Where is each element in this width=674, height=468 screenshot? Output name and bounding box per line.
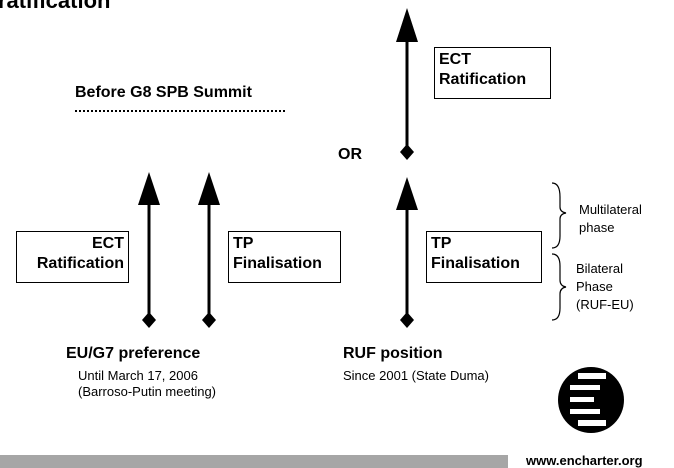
ruf-heading: RUF position [343, 345, 443, 362]
eu-g7-heading: EU/G7 preference [66, 345, 201, 362]
detail-line: Until March 17, 2006 [78, 368, 198, 383]
arrow-tp-right [396, 177, 418, 328]
phase-line: Bilateral [576, 261, 623, 276]
multilateral-brace [551, 182, 567, 249]
ect-ratification-left-box: ECT Ratification [16, 231, 129, 283]
energy-charter-logo [558, 362, 624, 433]
phase-line: Multilateral [579, 202, 642, 217]
box-line: Ratification [36, 255, 124, 272]
ruf-detail: Since 2001 (State Duma) [343, 368, 489, 383]
footer-bar [0, 455, 508, 468]
box-line: ECT [439, 51, 471, 68]
bilateral-brace [551, 253, 567, 321]
box-line: Finalisation [431, 255, 520, 272]
arrow-ect-left [138, 172, 160, 328]
phase-line: phase [579, 220, 615, 235]
box-line: TP [233, 235, 254, 252]
box-line: ECT [92, 235, 124, 252]
box-line: Ratification [439, 71, 527, 88]
tp-finalisation-left-box: TP Finalisation [228, 231, 341, 283]
phase-line: Phase [576, 279, 613, 294]
ect-ratification-top-box: ECT Ratification [434, 47, 551, 99]
before-summit-label: Before G8 SPB Summit [75, 84, 252, 101]
box-line: TP [431, 235, 452, 252]
or-label: OR [338, 146, 362, 163]
phase-line: (RUF-EU) [576, 297, 634, 312]
detail-line: (Barroso-Putin meeting) [78, 384, 216, 399]
arrow-ect-top [396, 8, 418, 160]
eu-g7-detail: Until March 17, 2006 (Barroso-Putin meet… [78, 368, 216, 400]
tp-finalisation-right-box: TP Finalisation [426, 231, 542, 283]
bilateral-phase-label: Bilateral Phase (RUF-EU) [576, 260, 634, 314]
box-line: Finalisation [233, 255, 322, 272]
multilateral-phase-label: Multilateral phase [579, 201, 642, 237]
title-fragment: ratification [0, 0, 111, 13]
arrow-tp-left [198, 172, 220, 328]
dotted-line [75, 110, 285, 112]
footer-url[interactable]: www.encharter.org [526, 453, 643, 468]
